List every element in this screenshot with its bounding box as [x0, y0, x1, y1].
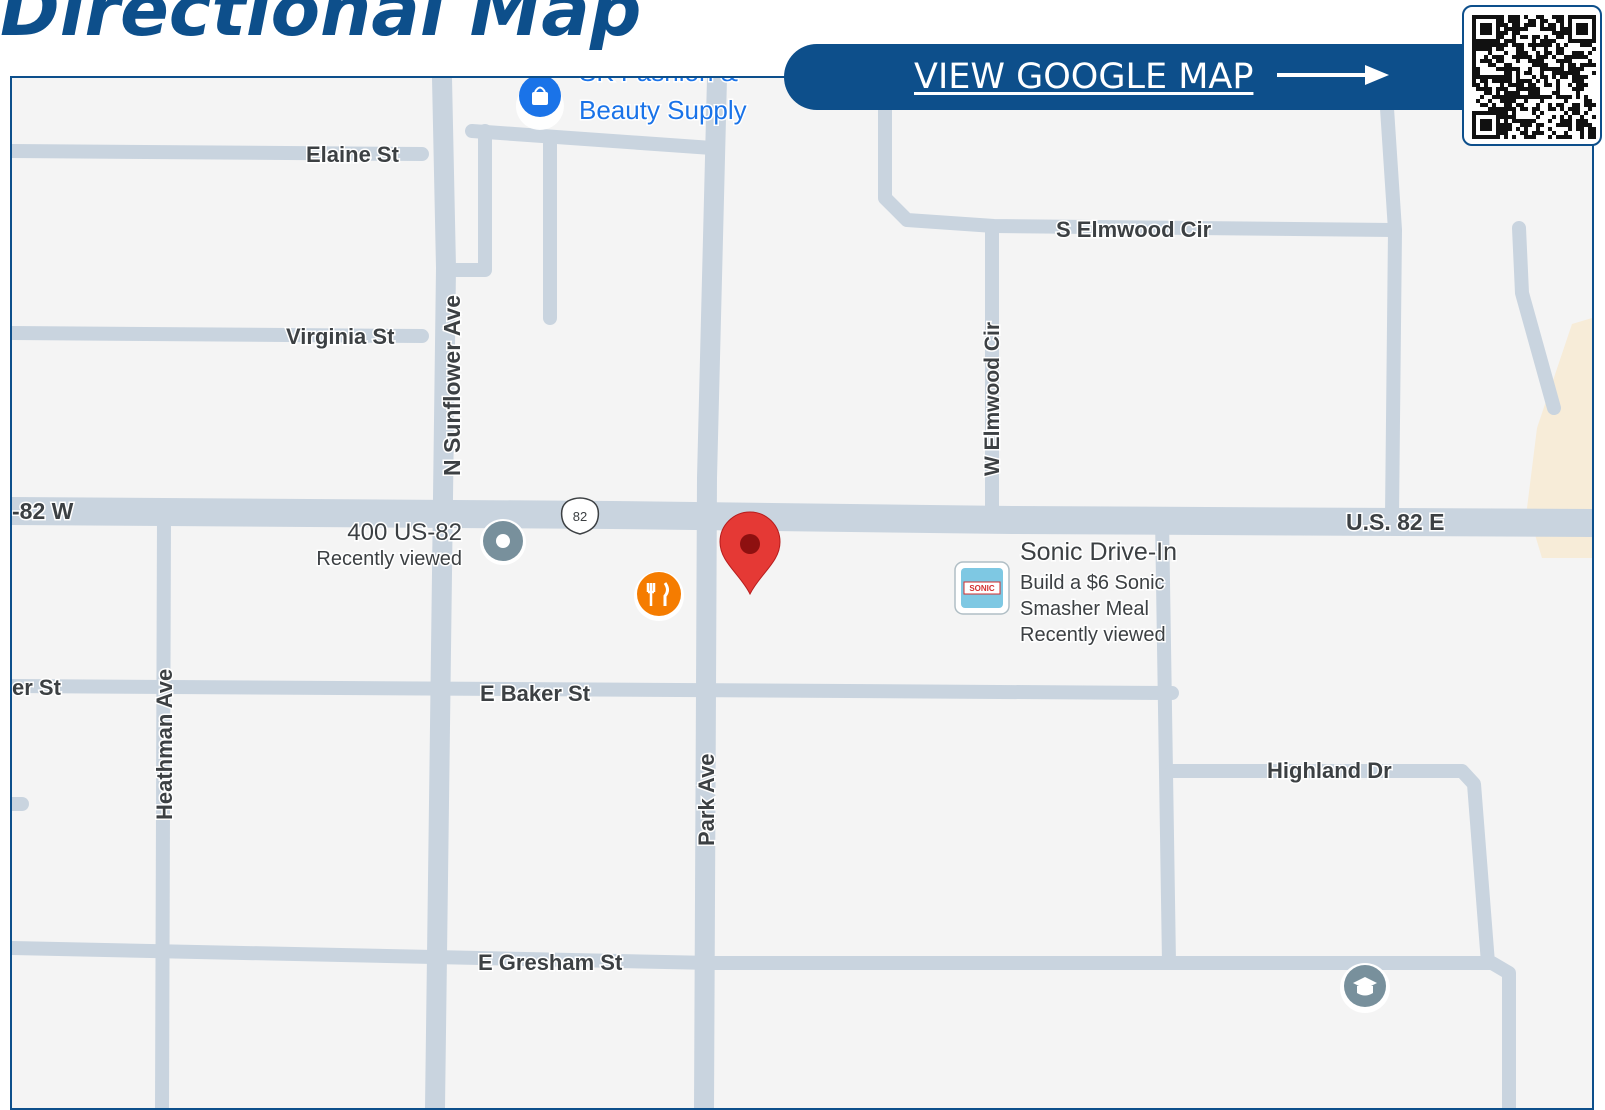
sonic-note: Recently viewed — [1020, 624, 1166, 646]
road-virginia — [12, 326, 429, 343]
label-us-82-east: U.S. 82 E — [1346, 509, 1444, 535]
label-heathman-ave: Heathman Ave — [152, 669, 177, 820]
arrow-right-icon[interactable] — [1277, 64, 1390, 91]
sonic-name: Sonic Drive-In — [1020, 538, 1177, 566]
label-s-elmwood-cir: S Elmwood Cir — [1056, 217, 1212, 242]
road-park — [694, 78, 727, 1108]
sk-fashion-name-line1: SK Fashion & — [579, 78, 738, 87]
qr-code-icon — [1472, 15, 1596, 139]
map-canvas[interactable]: Elaine St S Elmwood Cir Virginia St N Su… — [12, 78, 1592, 1108]
route-shield-icon: 82 — [560, 497, 600, 535]
google-map-banner: VIEW GOOGLE MAP — [784, 44, 1524, 110]
road-n-sunflower — [425, 78, 456, 1108]
view-google-map-link[interactable]: VIEW GOOGLE MAP — [914, 57, 1254, 97]
sk-fashion-name-line2: Beauty Supply — [579, 95, 747, 125]
address-label: 400 US-82 — [347, 519, 462, 546]
qr-code[interactable] — [1462, 5, 1602, 146]
sonic-promo-line1: Build a $6 Sonic — [1020, 572, 1165, 594]
road-us-82 — [12, 497, 1592, 537]
label-e-baker-st: E Baker St — [480, 681, 591, 706]
label-e-gresham-st: E Gresham St — [478, 950, 623, 975]
school-place[interactable] — [1340, 963, 1390, 1013]
label-us-82-west: -82 W — [12, 498, 74, 524]
label-virginia-st: Virginia St — [286, 324, 395, 349]
address-note: Recently viewed — [316, 548, 462, 570]
map[interactable]: Elaine St S Elmwood Cir Virginia St N Su… — [10, 76, 1594, 1110]
restaurant-place[interactable] — [634, 571, 684, 621]
route-shield-number: 82 — [573, 509, 587, 524]
road-baker — [12, 679, 1179, 700]
page-title: Directional Map — [0, 0, 642, 52]
sonic-logo-text: SONIC — [969, 584, 995, 593]
label-w-elmwood-cir: W Elmwood Cir — [981, 322, 1004, 476]
road-east-loop — [1378, 78, 1402, 523]
label-park-ave: Park Ave — [694, 753, 719, 846]
label-baker-west: er St — [12, 675, 62, 700]
road-service-loop — [445, 124, 492, 277]
road-gresham — [12, 941, 1516, 1108]
road-s-elmwood — [878, 78, 1399, 237]
road-east-connector — [1155, 511, 1176, 970]
land-area — [1527, 318, 1592, 558]
sonic-place[interactable]: SONIC Sonic Drive-In Build a $6 Sonic Sm… — [954, 537, 1179, 648]
location-pin-icon[interactable] — [719, 511, 781, 596]
road-heathman — [155, 511, 171, 1108]
recent-address-place[interactable]: 400 US-82 Recently viewed — [315, 518, 526, 572]
shopping-place[interactable]: SK Fashion & Beauty Supply — [515, 78, 748, 130]
label-n-sunflower-ave: N Sunflower Ave — [439, 295, 465, 476]
road-service — [465, 124, 719, 155]
label-highland-dr: Highland Dr — [1267, 758, 1392, 783]
road-east-edge — [1512, 221, 1561, 415]
label-elaine-st: Elaine St — [306, 142, 400, 167]
road-elaine — [12, 144, 429, 161]
sonic-promo-line2: Smasher Meal — [1020, 598, 1149, 620]
road-highland — [1165, 764, 1495, 970]
restaurant-icon[interactable] — [637, 572, 681, 616]
